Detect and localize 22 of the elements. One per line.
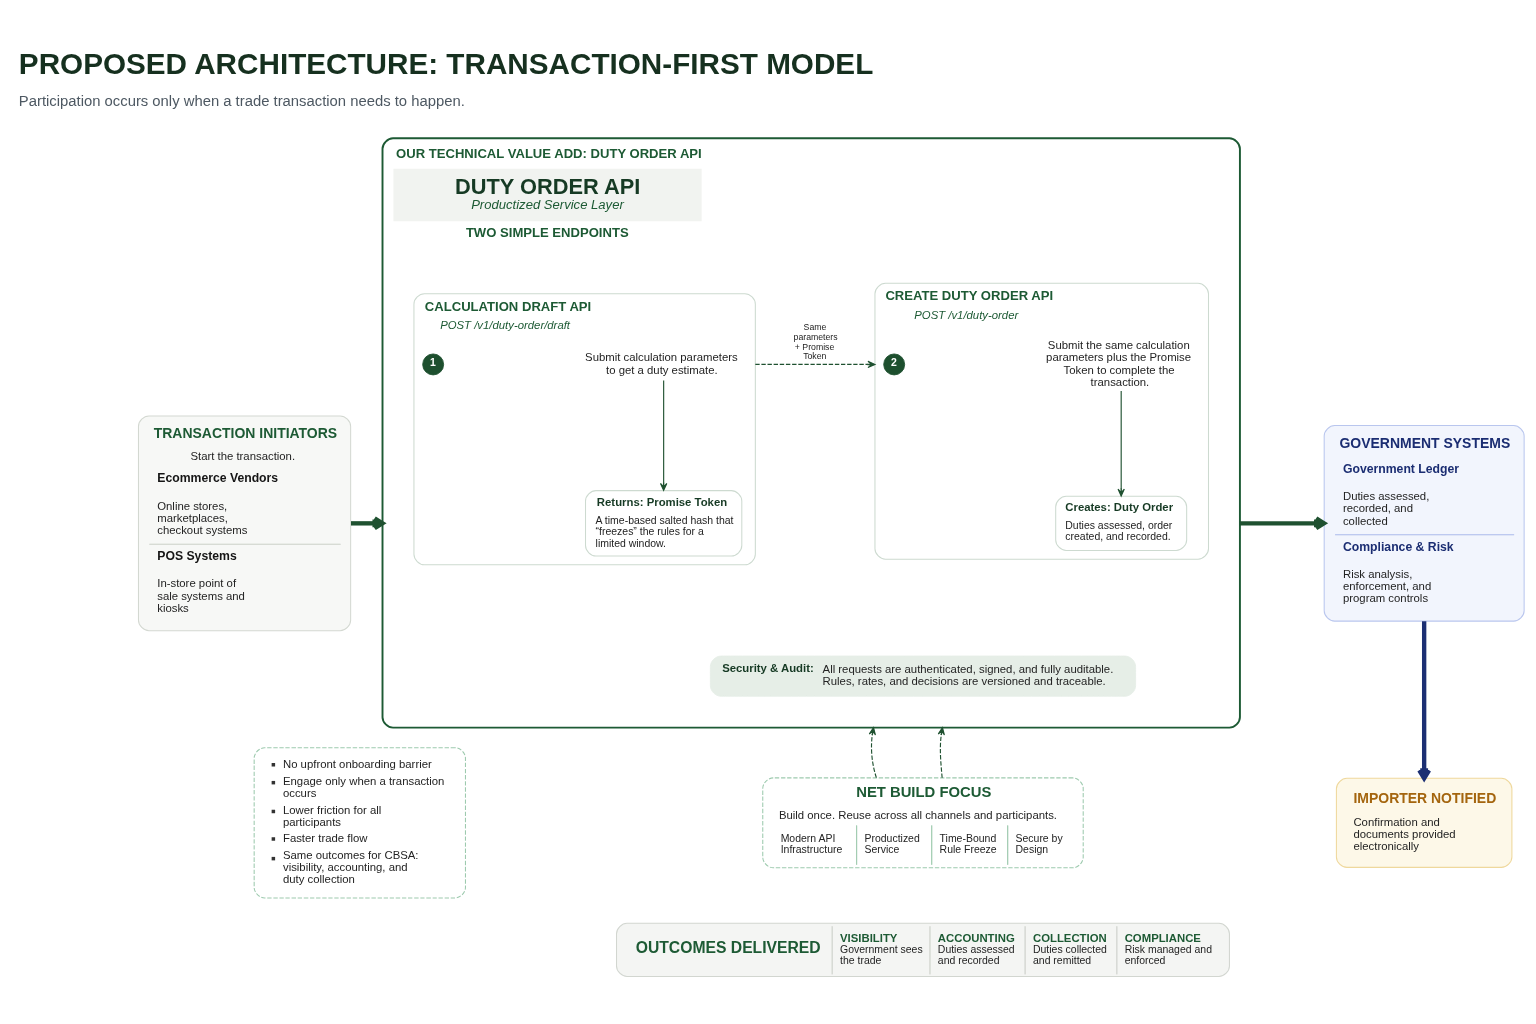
arrow xyxy=(754,360,876,369)
node-box: GOVERNMENT SYSTEMS Government Ledger Duties assessed, recorded, and collected Compliance & Risk Risk analysis, enforcement, and program controls xyxy=(1323,425,1525,622)
arrow xyxy=(937,727,945,779)
node-circle: 2 xyxy=(883,353,906,376)
arrow xyxy=(1117,390,1125,497)
node-text: Submit calculation parameters to get a duty estimate. xyxy=(585,351,738,376)
node-box: Creates: Duty Order Duties assessed, order created, and recorded. xyxy=(1055,495,1188,551)
arrow xyxy=(868,727,877,779)
edge-label: Same parameters + Promise Token xyxy=(793,322,838,362)
node-text: Submit the same calculation parameters plus the Promise Token to complete the transaction. xyxy=(1046,339,1192,388)
node-box: No upfront onboarding barrier Engage only when a transaction occurs Lower friction for all participants Faster trade flow Same outcomes for CBSA: visibility, accounting, and duty collection xyxy=(253,747,466,899)
arrow xyxy=(1417,621,1432,781)
node-box: IMPORTER NOTIFIED Confirmation and documents provided electronically xyxy=(1335,777,1513,868)
arrow xyxy=(1239,516,1327,531)
node-circle: 1 xyxy=(422,353,445,376)
label: Participation occurs only when a trade transaction needs to happen. xyxy=(18,93,465,110)
node-box: Returns: Promise Token A time-based salted hash that “freezes” the rules for a limited window. xyxy=(585,490,743,557)
arrow xyxy=(350,516,385,531)
arrow xyxy=(659,379,668,491)
node-box: Security & Audit: All requests are authenticated, signed, and fully auditable. Rules, rates, and decisions are versioned and traceable. xyxy=(709,655,1137,697)
node-box: TRANSACTION INITIATORS Start the transaction. Ecommerce Vendors Online stores, marketplaces, checkout systems POS Systems In-store point of sale systems and kiosks xyxy=(137,415,352,632)
diagram-title: PROPOSED ARCHITECTURE: TRANSACTION-FIRST MODEL xyxy=(18,46,874,80)
